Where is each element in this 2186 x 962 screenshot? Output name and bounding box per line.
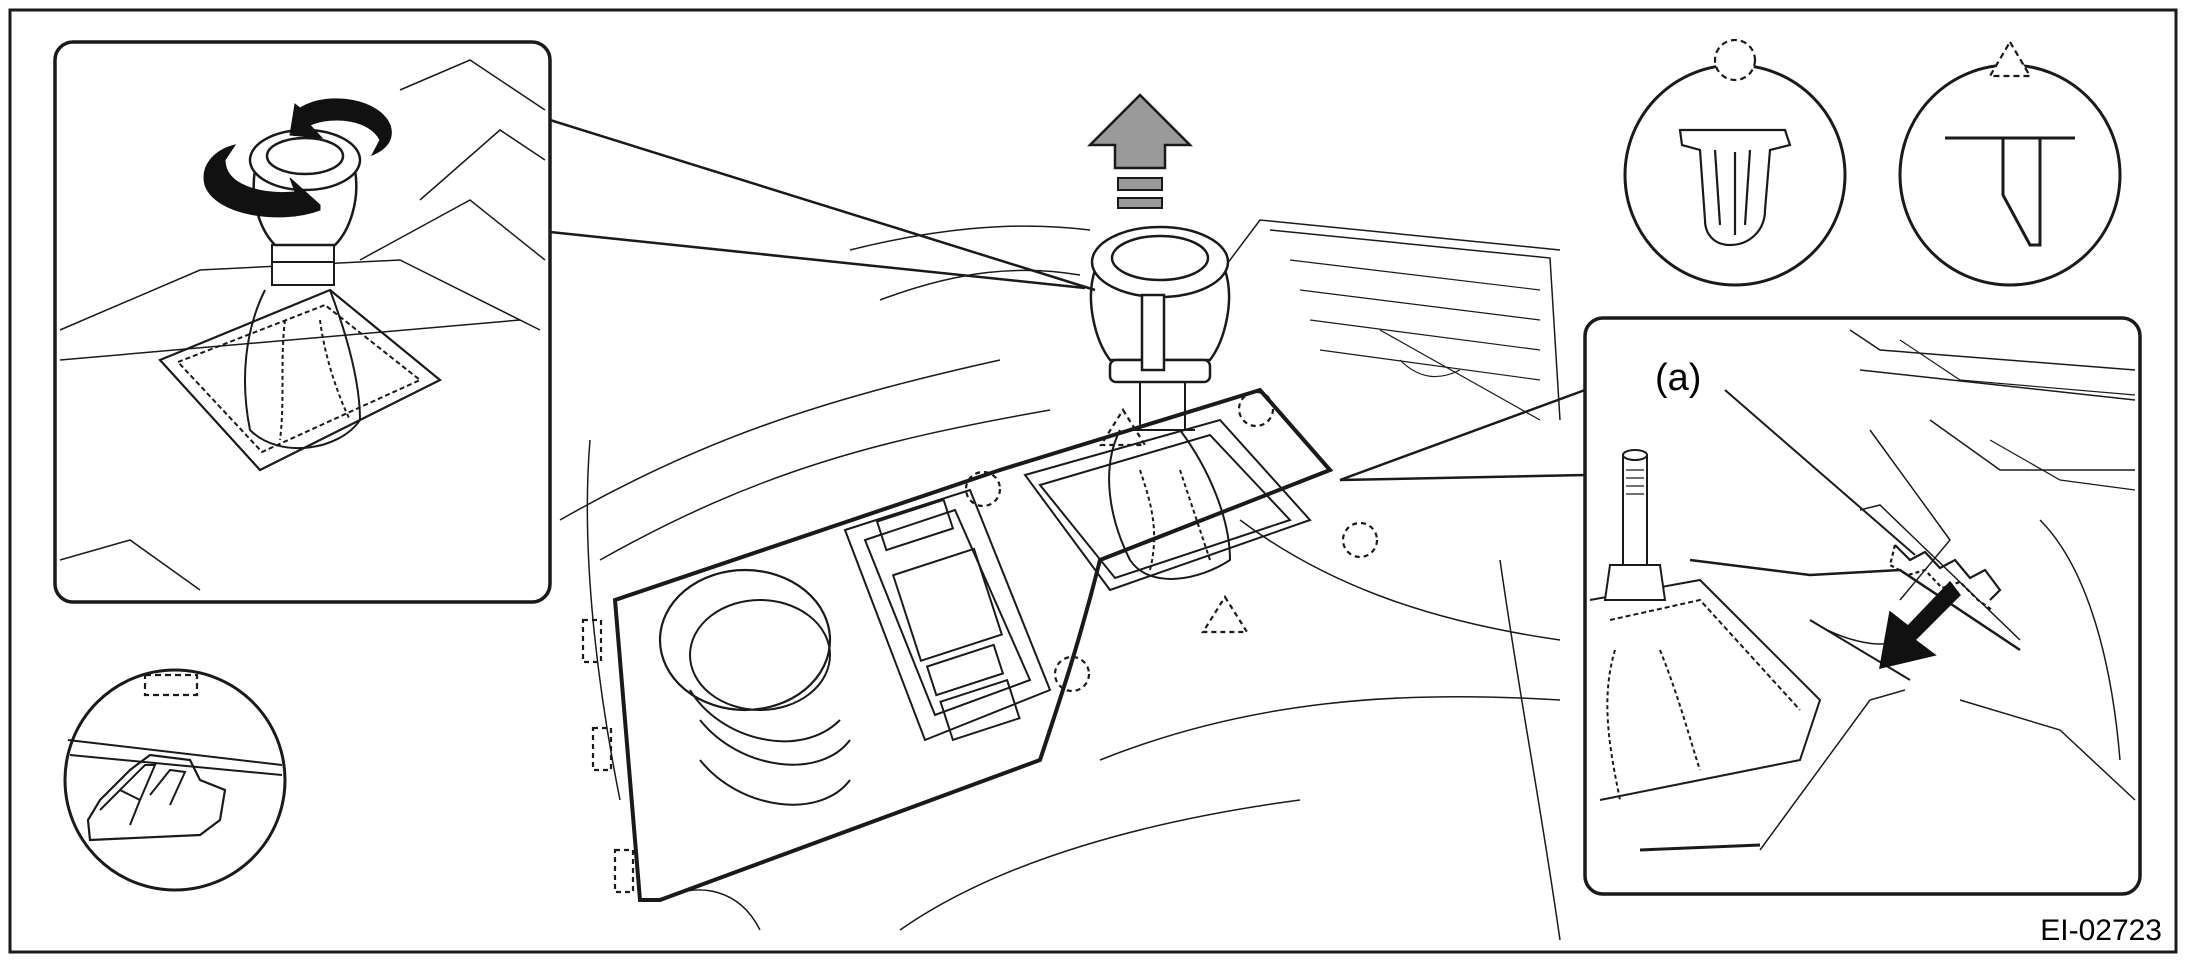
- claw-rect-marker-icon: [143, 673, 199, 697]
- claw-profile-illustration: [1945, 136, 2075, 247]
- clip-circle-markers: [964, 390, 1379, 693]
- push-arrow-icon: [1879, 580, 1961, 669]
- figure-border: [8, 8, 2178, 954]
- claw-detail-illustration: [67, 739, 283, 842]
- claw-detail-circle: [1898, 63, 2122, 287]
- inset-detail-a-frame: [1583, 316, 2142, 896]
- inset-rotate-knob-illustration: [59, 59, 546, 591]
- clip-circle-marker-icon: [1713, 38, 1757, 82]
- claw-rect-marker-icon: [591, 726, 613, 772]
- callout-a-leader: [1724, 389, 1916, 556]
- claw-rect-markers: [581, 618, 635, 894]
- claw-triangle-marker-icon: [1099, 407, 1147, 447]
- clip-circle-marker-icon: [1341, 521, 1379, 559]
- clip-circle-marker-icon: [964, 470, 1002, 508]
- callout-a-label: (a): [1655, 357, 1701, 399]
- leader-line: [1339, 388, 1586, 482]
- leader-line: [549, 118, 1096, 292]
- leader-line: [549, 230, 1086, 290]
- clip-circle-marker-icon: [1053, 655, 1091, 693]
- rotate-arrows-icon: [203, 98, 392, 218]
- claw-triangle-marker-icon: [1201, 594, 1249, 634]
- inset-rotate-knob-frame: [53, 40, 552, 604]
- pull-up-arrow-icon: [1086, 93, 1194, 209]
- inset-detail-a-illustration: [1589, 329, 2136, 852]
- claw-rect-marker-icon: [581, 618, 603, 664]
- clip-circle-marker-icon: [1237, 390, 1275, 428]
- main-console-illustration: [559, 219, 1561, 941]
- inset-knob: [248, 128, 362, 247]
- leader-line: [1339, 473, 1586, 482]
- claw-detail-circle: [63, 668, 287, 892]
- clip-detail-illustration: [1678, 128, 1792, 247]
- clip-zigzag-marker: [1888, 544, 2002, 611]
- shift-knob-main: [1089, 225, 1231, 384]
- claw-triangle-marker-icon: [1988, 39, 2032, 78]
- claw-triangle-markers: [1099, 407, 1249, 634]
- figure-id-code: EI-02723: [2040, 914, 2162, 947]
- claw-rect-marker-icon: [613, 848, 635, 894]
